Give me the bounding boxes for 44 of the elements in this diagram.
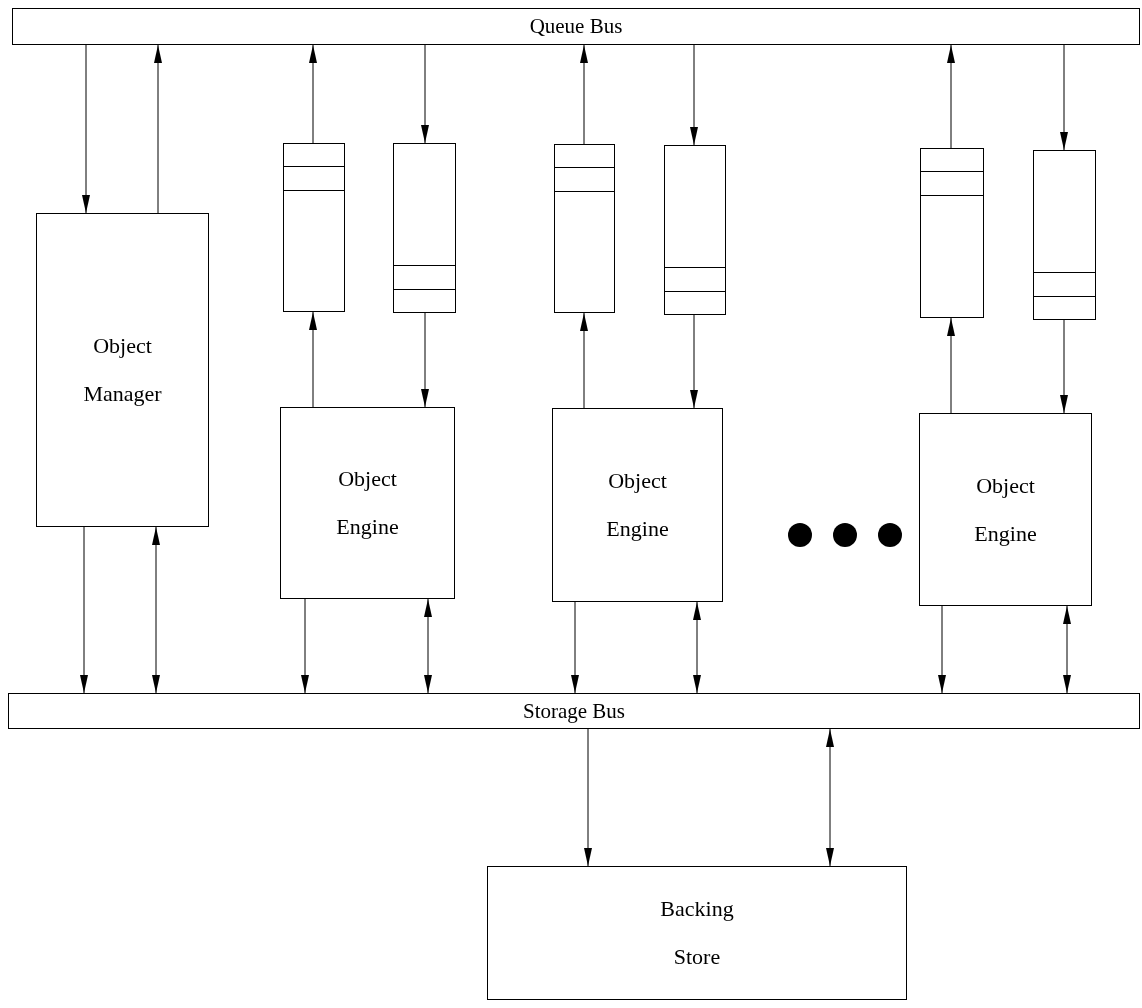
- component-box: [280, 407, 455, 599]
- box-label: Object Engine: [973, 471, 1038, 548]
- arrow: [80, 526, 88, 694]
- box-label: Backing Store: [659, 895, 735, 971]
- arrow: [421, 44, 429, 144]
- bus-bar: [12, 8, 1140, 45]
- arrow: [309, 311, 317, 408]
- arrow: [1063, 605, 1071, 694]
- bus-bar: [8, 693, 1140, 729]
- component-box: [552, 408, 723, 602]
- queue-box: [920, 148, 984, 318]
- queue-box: [1033, 150, 1096, 320]
- arrow: [938, 605, 946, 694]
- arrow: [424, 598, 432, 694]
- queue-box: [283, 143, 345, 312]
- queue-box: [664, 145, 726, 315]
- box-label: Object Engine: [335, 465, 400, 541]
- arrow: [1060, 319, 1068, 414]
- arrow: [154, 44, 162, 214]
- arrow: [584, 728, 592, 867]
- component-box: [919, 413, 1092, 606]
- arrow: [82, 44, 90, 214]
- box-label: Object Manager: [82, 332, 163, 408]
- queue-box: [554, 144, 615, 313]
- arrow: [826, 728, 834, 867]
- component-box: [36, 213, 209, 527]
- arrow: [309, 44, 317, 144]
- arrow: [690, 44, 698, 146]
- arrow: [1060, 44, 1068, 151]
- arrow: [693, 601, 701, 694]
- arrow: [580, 44, 588, 145]
- arrow: [152, 526, 160, 694]
- box-label: Object Engine: [605, 467, 670, 543]
- arrow: [421, 312, 429, 408]
- component-box: [487, 866, 907, 1000]
- box-label: Queue Bus: [529, 16, 623, 37]
- arrow: [690, 314, 698, 409]
- queue-box: [393, 143, 456, 313]
- arrow: [947, 44, 955, 149]
- arrow: [947, 317, 955, 414]
- arrow: [571, 601, 579, 694]
- box-label: Storage Bus: [522, 700, 626, 722]
- arrow: [301, 598, 309, 694]
- arrow: [580, 312, 588, 409]
